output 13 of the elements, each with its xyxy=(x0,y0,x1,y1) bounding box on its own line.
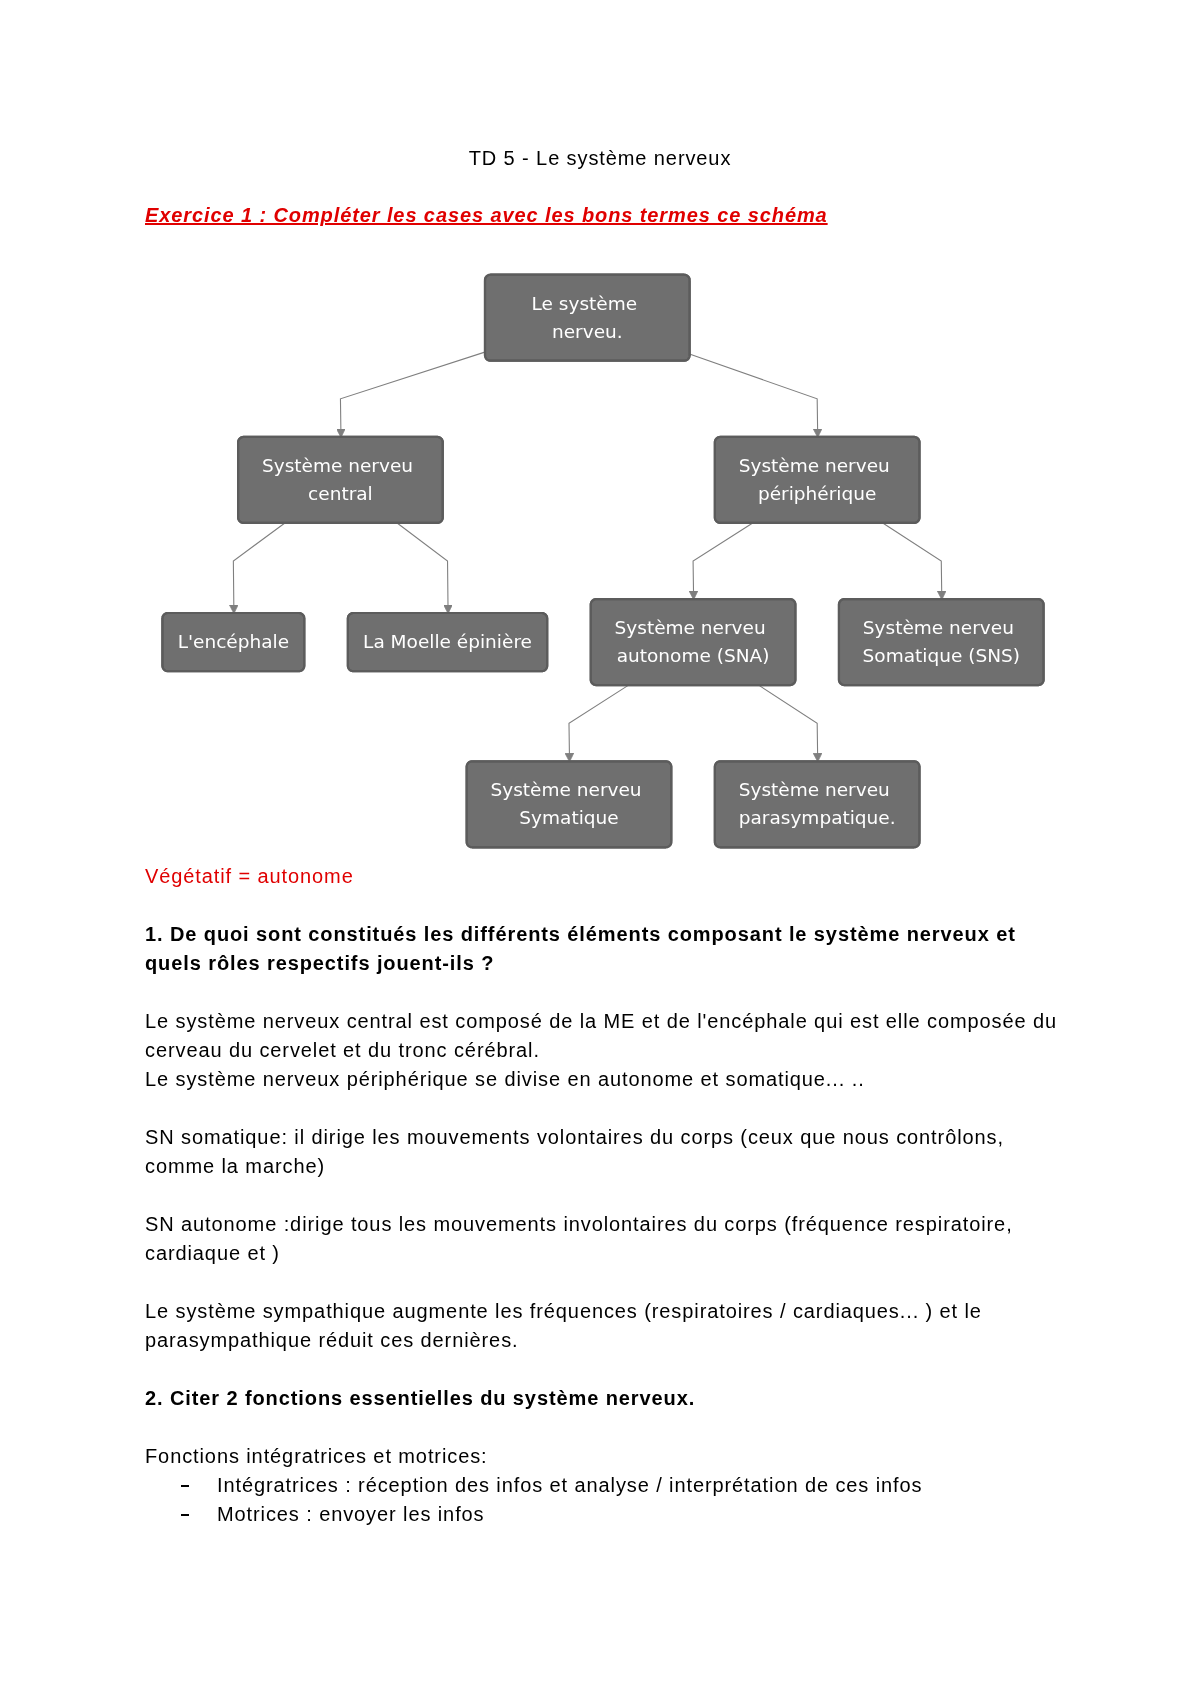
answer-text: Le système nerveux central est composé de la ME et de l'encéphale qui est elle composée du cerveau du cervelet et du tronc cérébral. xyxy=(145,1009,1057,1063)
page-title: TD 5 - Le système nerveux xyxy=(468,147,732,169)
list-item-text: Intégratrices : réception des infos et analyse / interprétation de ces infos xyxy=(217,1473,923,1498)
answer-text: SN autonome :dirige tous les mouvements involontaires du corps (fréquence respiratoire, cardiaque et ) xyxy=(145,1212,1014,1266)
answer-text: SN somatique: il dirige les mouvements volontaires du corps (ceux que nous contrôlons, comme la marche) xyxy=(145,1125,1005,1179)
list-item-text: Motrices : envoyer les infos xyxy=(217,1502,485,1527)
answer-text: Fonctions intégratrices et motrices: xyxy=(145,1444,489,1469)
answer-text: Le système sympathique augmente les fréquences (respiratoires / cardiaques... ) et le parasympathique réduit ces dernières. xyxy=(145,1299,983,1353)
question-text: 2. Citer 2 fonctions essentielles du système nerveux. xyxy=(145,1386,697,1411)
answer-text: Le système nerveux périphérique se divise en autonome et somatique... .. xyxy=(145,1067,866,1092)
exercise-heading: Exercice 1 : Compléter les cases avec les bons termes ce schéma xyxy=(145,203,828,228)
note-text: Végétatif = autonome xyxy=(145,864,355,889)
question-text: 1. De quoi sont constitués les différents éléments composant le système nerveux et quels rôles respectifs jouent-ils ? xyxy=(145,922,1017,976)
